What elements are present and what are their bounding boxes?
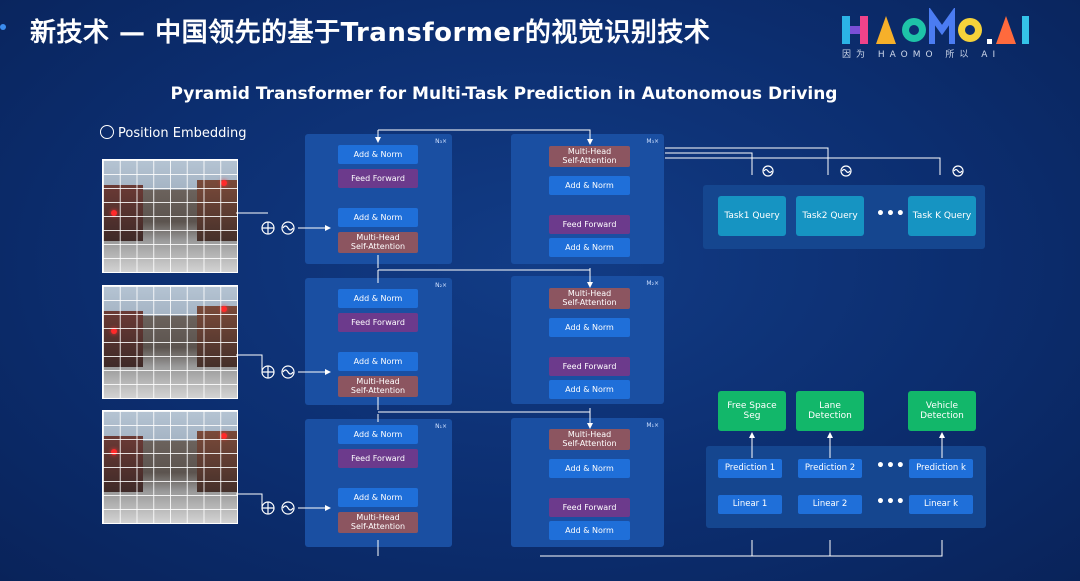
decoder-2-add-norm-1: Add & Norm — [549, 318, 630, 337]
encoder-2-feed-forward-1: Feed Forward — [338, 313, 418, 332]
decoder-1-tag: M₁× — [646, 422, 659, 429]
lane-detection-output: Lane Detection — [796, 391, 864, 431]
encoder-2-add-norm-2: Add & Norm — [338, 352, 418, 371]
input-image-3 — [102, 159, 238, 273]
linear-ellipsis: ••• — [876, 494, 906, 510]
slide-title: 新技术 — 中国领先的基于Transformer的视觉识别技术 — [30, 18, 711, 48]
free-space-seg-output: Free Space Seg — [718, 391, 786, 431]
encoder-1-add-norm-0: Add & Norm — [338, 425, 418, 444]
decoder-3-add-norm-1: Add & Norm — [549, 176, 630, 195]
encoder-2-tag: N₂× — [435, 282, 447, 289]
position-embedding-legend: Position Embedding — [100, 125, 246, 141]
encoder-3-feed-forward-1: Feed Forward — [338, 169, 418, 188]
decoder-1-feed-forward-2: Feed Forward — [549, 498, 630, 517]
task2-query: Task2 Query — [796, 196, 864, 236]
taskk-query: Task K Query — [908, 196, 976, 236]
decoder-3-tag: M₃× — [646, 138, 659, 145]
decoder-3-feed-forward-2: Feed Forward — [549, 215, 630, 234]
logo-tagline: 因为 HAOMO 所以 AI — [842, 50, 1001, 60]
prediction-k: Prediction k — [909, 459, 973, 478]
decoder-2-add-norm-3: Add & Norm — [549, 380, 630, 399]
position-embedding-icon — [100, 125, 114, 139]
input-image-1 — [102, 410, 238, 524]
decoder-2-feed-forward-2: Feed Forward — [549, 357, 630, 376]
encoder-1-add-norm-2: Add & Norm — [338, 488, 418, 507]
query-ellipsis: ••• — [876, 206, 906, 222]
encoder-1-feed-forward-1: Feed Forward — [338, 449, 418, 468]
title-bullet — [0, 24, 6, 30]
linear-2: Linear 2 — [798, 495, 862, 514]
input-image-2 — [102, 285, 238, 399]
diagram-title: Pyramid Transformer for Multi-Task Predi… — [170, 84, 838, 104]
vehicle-detection-output: Vehicle Detection — [908, 391, 976, 431]
position-embedding-label: Position Embedding — [118, 126, 247, 141]
encoder-3-tag: N₃× — [435, 138, 447, 145]
decoder-1-add-norm-1: Add & Norm — [549, 459, 630, 478]
task1-query: Task1 Query — [718, 196, 786, 236]
decoder-2-tag: M₂× — [646, 280, 659, 287]
linear-k: Linear k — [909, 495, 973, 514]
encoder-3-add-norm-0: Add & Norm — [338, 145, 418, 164]
prediction-ellipsis: ••• — [876, 458, 906, 474]
encoder-1-tag: N₁× — [435, 423, 447, 430]
prediction-1: Prediction 1 — [718, 459, 782, 478]
encoder-2-add-norm-0: Add & Norm — [338, 289, 418, 308]
decoder-3-add-norm-3: Add & Norm — [549, 238, 630, 257]
encoder-3-add-norm-2: Add & Norm — [338, 208, 418, 227]
haomo-logo — [842, 8, 1029, 44]
prediction-2: Prediction 2 — [798, 459, 862, 478]
decoder-1-add-norm-3: Add & Norm — [549, 521, 630, 540]
linear-1: Linear 1 — [718, 495, 782, 514]
